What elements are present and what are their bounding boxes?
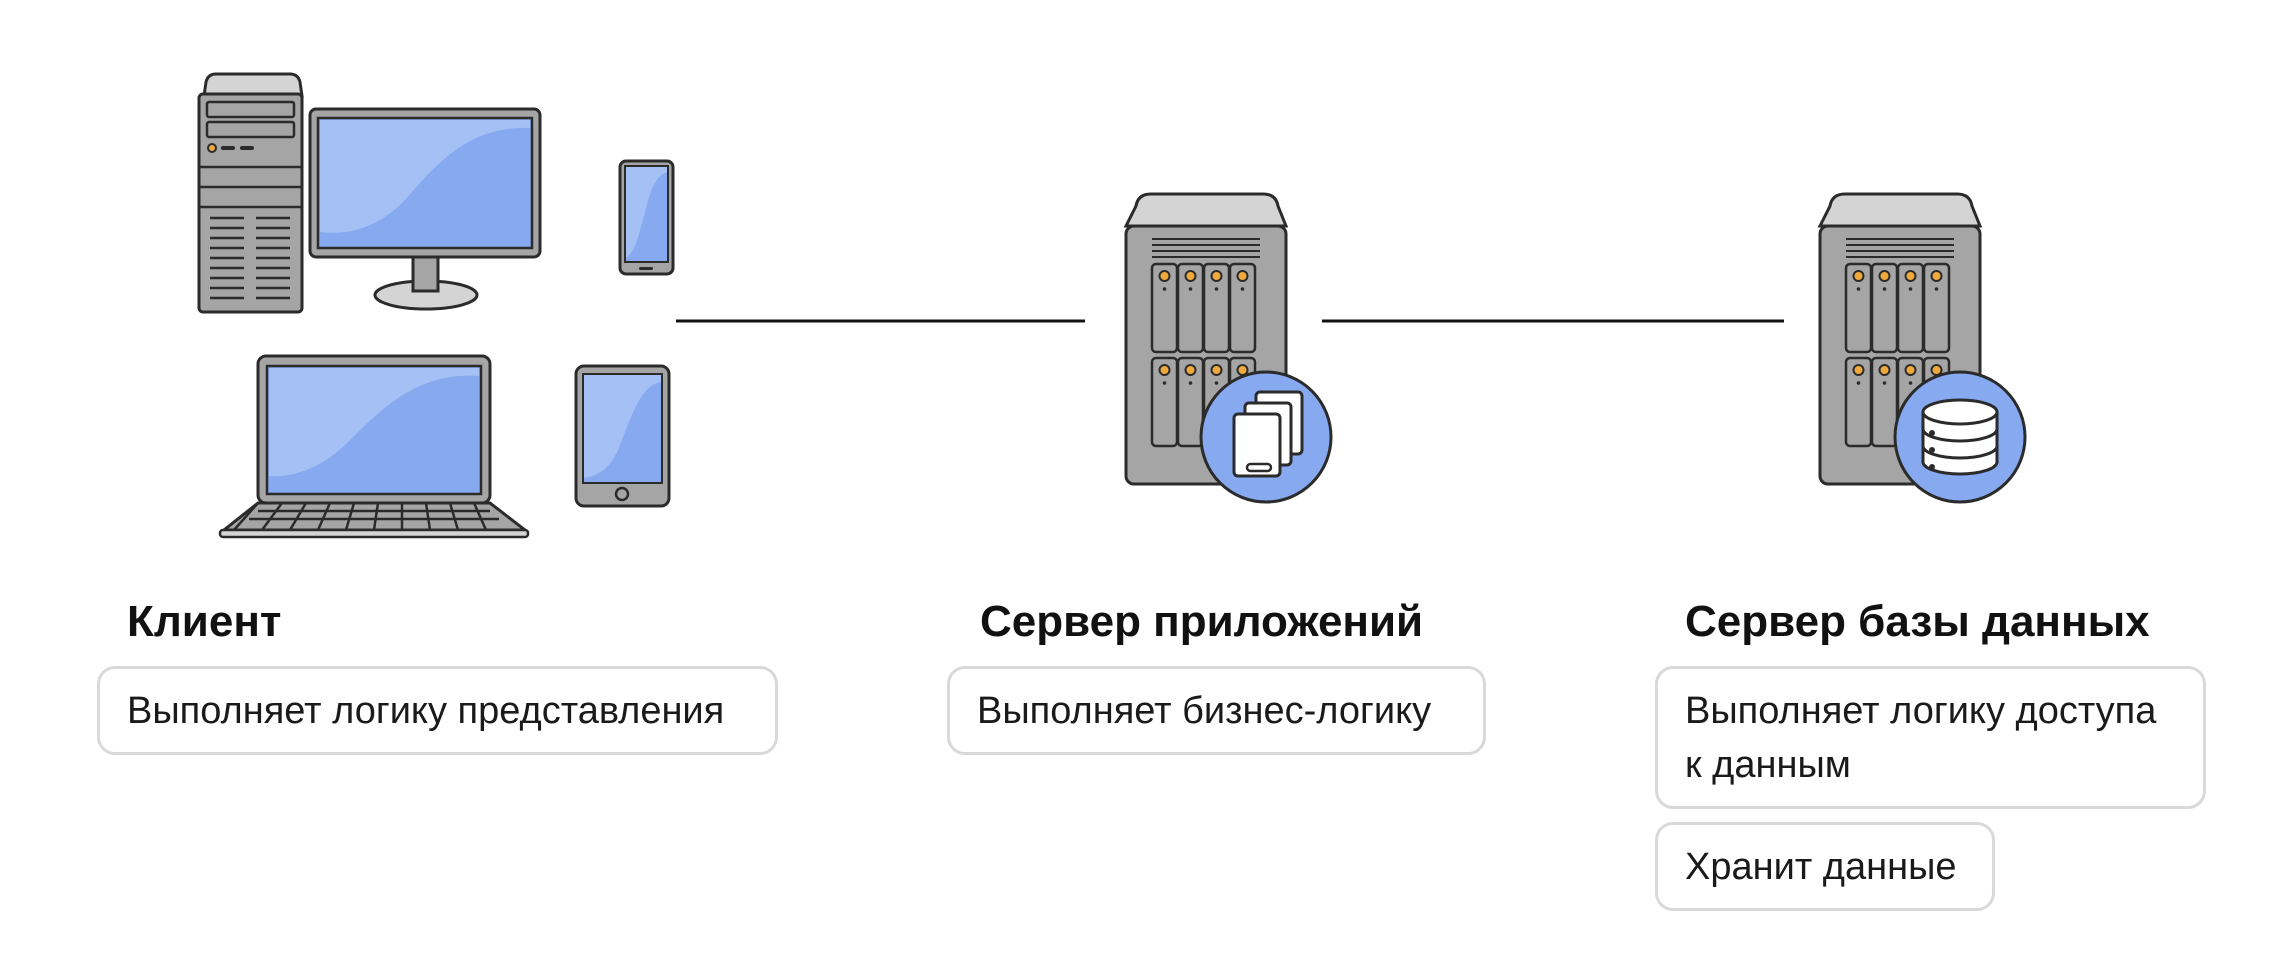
db-server-responsibility-access: Выполняет логику доступа к данным [1655, 666, 2206, 809]
laptop-icon [218, 354, 530, 539]
db-server-responsibility-storage: Хранит данные [1655, 822, 1995, 911]
app-server-responsibility-business: Выполняет бизнес-логику [947, 666, 1486, 755]
database-badge-icon [1893, 370, 2027, 504]
app-server-title: Сервер приложений [980, 597, 1424, 646]
smartphone-icon [618, 159, 675, 276]
tablet-icon [574, 364, 671, 508]
db-server-title: Сервер базы данных [1685, 597, 2150, 646]
documents-badge-icon [1199, 370, 1333, 504]
desktop-computer-icon [197, 72, 542, 314]
client-responsibility-presentation: Выполняет логику представления [97, 666, 778, 755]
client-title: Клиент [127, 597, 282, 646]
